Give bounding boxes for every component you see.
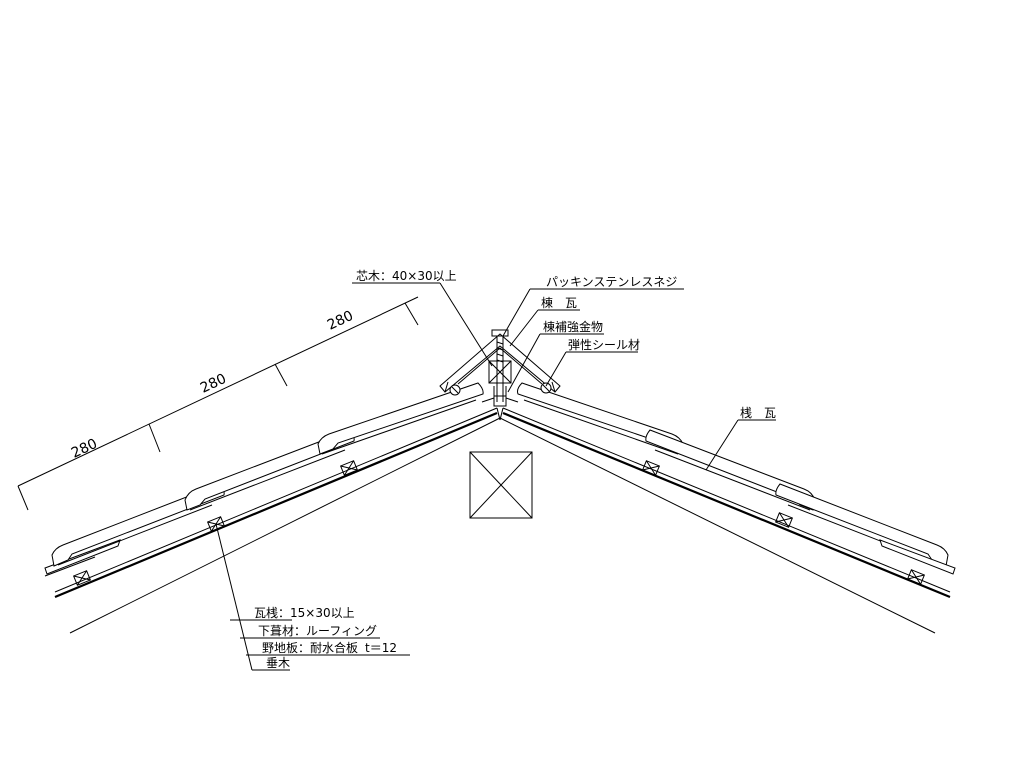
sheathing-line-right bbox=[502, 407, 951, 593]
batten-left-3 bbox=[339, 460, 359, 476]
batten-right-2 bbox=[774, 512, 794, 528]
batten-right-1 bbox=[641, 460, 661, 476]
batten-left-1 bbox=[72, 570, 92, 586]
stainless-screw bbox=[491, 329, 509, 402]
sheathing-line-left bbox=[54, 407, 498, 593]
label-ridge-tile: 棟 瓦 bbox=[541, 295, 577, 310]
dimension-lines: 280 280 280 bbox=[17, 296, 419, 511]
label-core-wood: 芯木：40×30以上 bbox=[356, 269, 457, 283]
dim-baseline bbox=[17, 296, 419, 487]
ridge-bracket bbox=[481, 386, 519, 403]
ridge-seam-2 bbox=[499, 407, 504, 421]
tile-right-2 bbox=[645, 429, 816, 511]
label-underlay: 下葺材：ルーフィング bbox=[258, 624, 377, 638]
label-sealant: 弾性シール材 bbox=[568, 338, 640, 352]
tile-left-0b bbox=[44, 556, 96, 577]
ridge-assembly bbox=[439, 329, 561, 407]
labels: 芯木：40×30以上 パッキンステンレスネジ 棟 瓦 棟補強金物 弾性シール材 … bbox=[254, 269, 776, 670]
roof-structure bbox=[54, 407, 951, 634]
tile-right-0 bbox=[879, 539, 956, 575]
label-sheathing-thickness: t＝12 bbox=[365, 641, 397, 655]
dim-label-3: 280 bbox=[325, 308, 356, 334]
leader-lines bbox=[215, 282, 776, 671]
batten-right-3 bbox=[906, 569, 926, 585]
tile-battens bbox=[72, 460, 926, 586]
rafter-line-left bbox=[69, 417, 501, 634]
ridge-seam bbox=[496, 407, 501, 421]
dim-tick-3 bbox=[404, 302, 419, 326]
label-sheathing: 野地板：耐水合板 bbox=[262, 640, 358, 655]
underlay-line-right bbox=[502, 411, 951, 599]
roof-tiles-right bbox=[517, 382, 956, 575]
label-packing-screw: パッキンステンレスネジ bbox=[546, 275, 677, 289]
dim-label-1: 280 bbox=[69, 436, 100, 462]
dim-tick-2 bbox=[274, 363, 288, 387]
dim-tick-1 bbox=[148, 423, 161, 453]
label-batten: 瓦桟：15×30以上 bbox=[254, 606, 355, 620]
dim-label-2: 280 bbox=[198, 371, 229, 397]
roof-tiles-left bbox=[44, 382, 484, 577]
core-wood bbox=[488, 360, 512, 384]
label-ridge-bracket: 棟補強金物 bbox=[543, 319, 603, 334]
ridge-beam bbox=[469, 451, 533, 519]
underlay-line-left bbox=[54, 411, 498, 599]
tile-right-1 bbox=[775, 483, 949, 567]
label-rafter: 垂木 bbox=[266, 656, 290, 670]
dim-tick-0 bbox=[17, 485, 29, 511]
rafter-line-right bbox=[499, 417, 936, 634]
tile-left-3 bbox=[317, 382, 484, 455]
label-sanagawara: 桟 瓦 bbox=[740, 406, 776, 420]
